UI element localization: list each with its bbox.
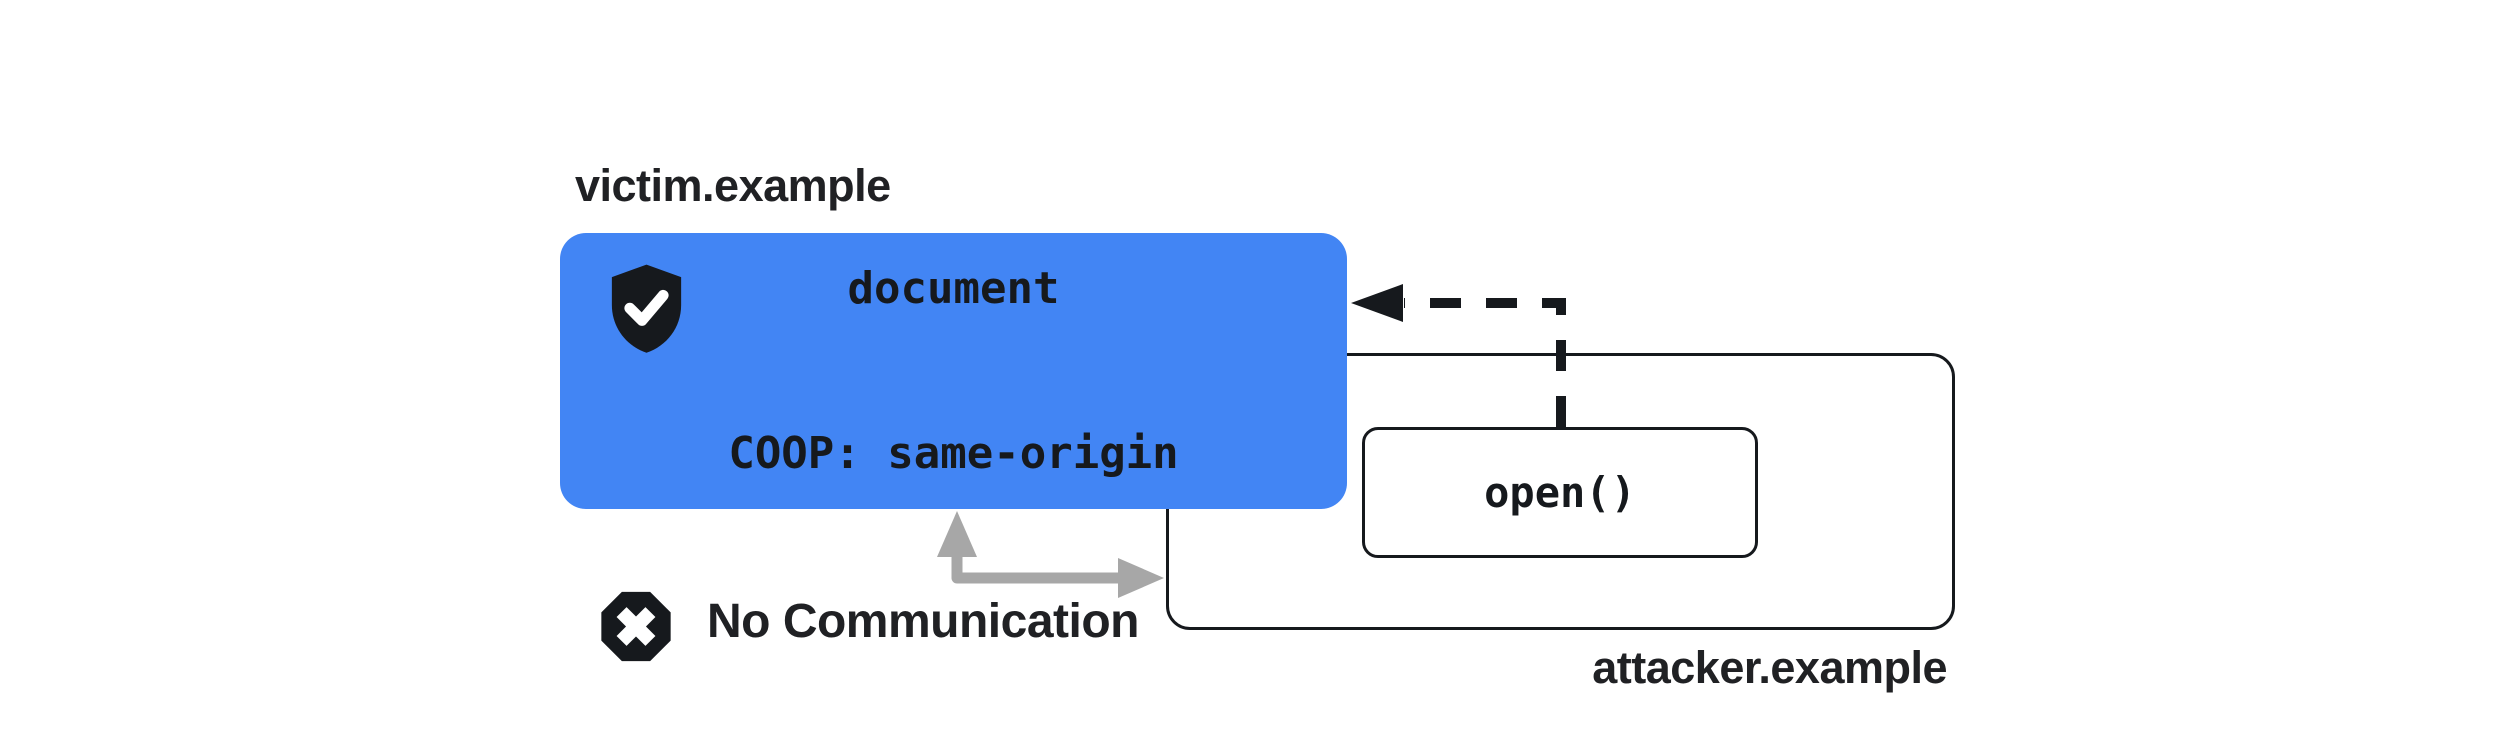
victim-document-line1: document <box>847 263 1060 314</box>
blocked-x-icon <box>601 591 671 662</box>
victim-document-text: document COOP: same-origin <box>728 151 1178 591</box>
attacker-domain-label: attacker.example <box>1592 642 1947 693</box>
no-communication-label: No Communication <box>707 595 1140 648</box>
victim-document-line2: COOP: same-origin <box>728 428 1179 479</box>
victim-document-box: document COOP: same-origin <box>560 233 1347 509</box>
open-call-label: open() <box>1484 468 1636 517</box>
shield-check-icon <box>611 264 682 353</box>
victim-domain-label: victim.example <box>575 160 891 211</box>
open-call-box: open() <box>1362 427 1758 558</box>
